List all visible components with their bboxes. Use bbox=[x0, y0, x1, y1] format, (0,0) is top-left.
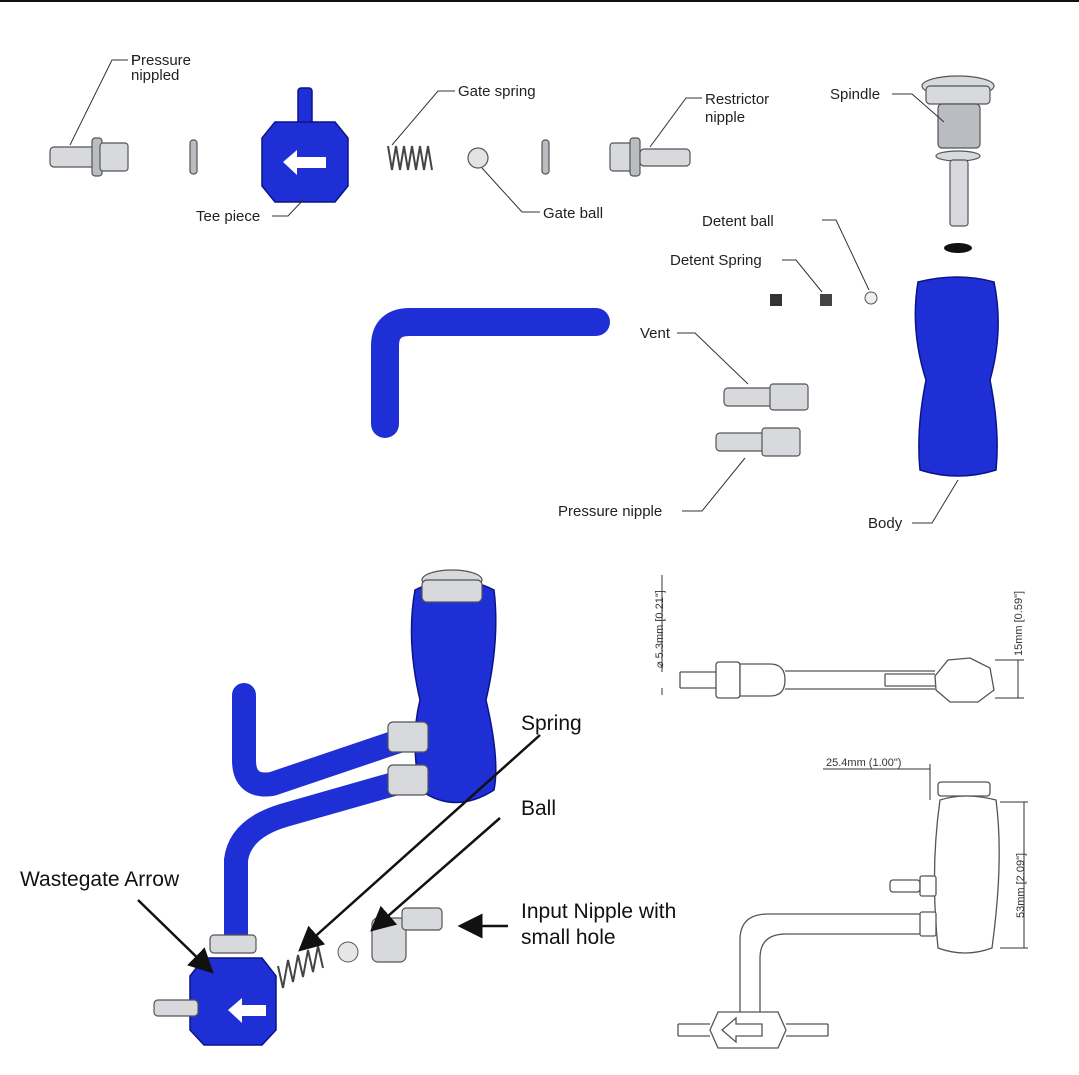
label-spring: Spring bbox=[521, 712, 582, 735]
assembly-view bbox=[153, 569, 497, 1046]
leader-tee-piece bbox=[272, 197, 306, 217]
leader-detent-ball bbox=[822, 219, 870, 291]
leader-body bbox=[912, 479, 959, 524]
label-gate-ball: Gate ball bbox=[543, 205, 603, 222]
dim-diameter: ⌀ 5.3mm [0.21"] bbox=[654, 590, 666, 668]
o-ring-part bbox=[189, 139, 198, 175]
label-ball: Ball bbox=[521, 797, 556, 820]
leader-spindle bbox=[892, 93, 945, 123]
body-part bbox=[914, 276, 999, 477]
tee-piece-part bbox=[261, 87, 349, 203]
dim-height-body: 53mm [2.09"] bbox=[1015, 853, 1027, 918]
dimension-view-top bbox=[661, 575, 1024, 703]
label-pressure-nippled: P bbox=[131, 52, 141, 69]
leader-restrictor-nipple bbox=[649, 97, 702, 148]
label-pressure-nipple: Pressure nipple bbox=[558, 503, 662, 520]
vent-part bbox=[723, 383, 809, 411]
arrow-spring bbox=[298, 734, 541, 952]
dim-width: 25.4mm (1.00") bbox=[826, 757, 901, 769]
pressure-nipple-part bbox=[715, 427, 801, 457]
arrow-ball bbox=[370, 817, 501, 932]
tube-part bbox=[371, 308, 610, 438]
label-spindle: Spindle bbox=[830, 86, 880, 103]
leader-vent bbox=[677, 332, 749, 385]
dim-height-small: 15mm [0.59"] bbox=[1013, 591, 1025, 656]
label-wastegate-arrow: Wastegate Arrow bbox=[20, 868, 180, 891]
label-vent: Vent bbox=[640, 325, 671, 342]
restrictor-nipple-part bbox=[609, 137, 691, 177]
leader-gate-ball bbox=[481, 167, 540, 213]
detent-spring-part bbox=[770, 294, 782, 306]
dimension-view-bottom bbox=[677, 764, 1028, 1049]
leader-pressure-nippled bbox=[69, 59, 128, 146]
label-detent-spring: Detent Spring bbox=[670, 252, 762, 269]
spindle-part bbox=[921, 75, 995, 253]
label-detent-ball: Detent ball bbox=[702, 213, 774, 230]
arrow-wastegate bbox=[137, 899, 214, 974]
detent-ball-part bbox=[864, 291, 878, 305]
leader-pressure-nipple bbox=[682, 457, 746, 512]
detent-spring-part-2 bbox=[820, 294, 832, 306]
gate-ball-part bbox=[467, 147, 489, 169]
leader-detent-spring bbox=[782, 259, 823, 293]
o-ring-part-2 bbox=[541, 139, 550, 175]
label-tee-piece: Tee piece bbox=[196, 208, 260, 225]
gate-spring-part bbox=[387, 145, 433, 171]
leader-gate-spring bbox=[391, 90, 455, 146]
label-gate-spring: Gate spring bbox=[458, 83, 536, 100]
label-body: Body bbox=[868, 515, 903, 532]
pressure-nippled-part bbox=[49, 137, 129, 177]
